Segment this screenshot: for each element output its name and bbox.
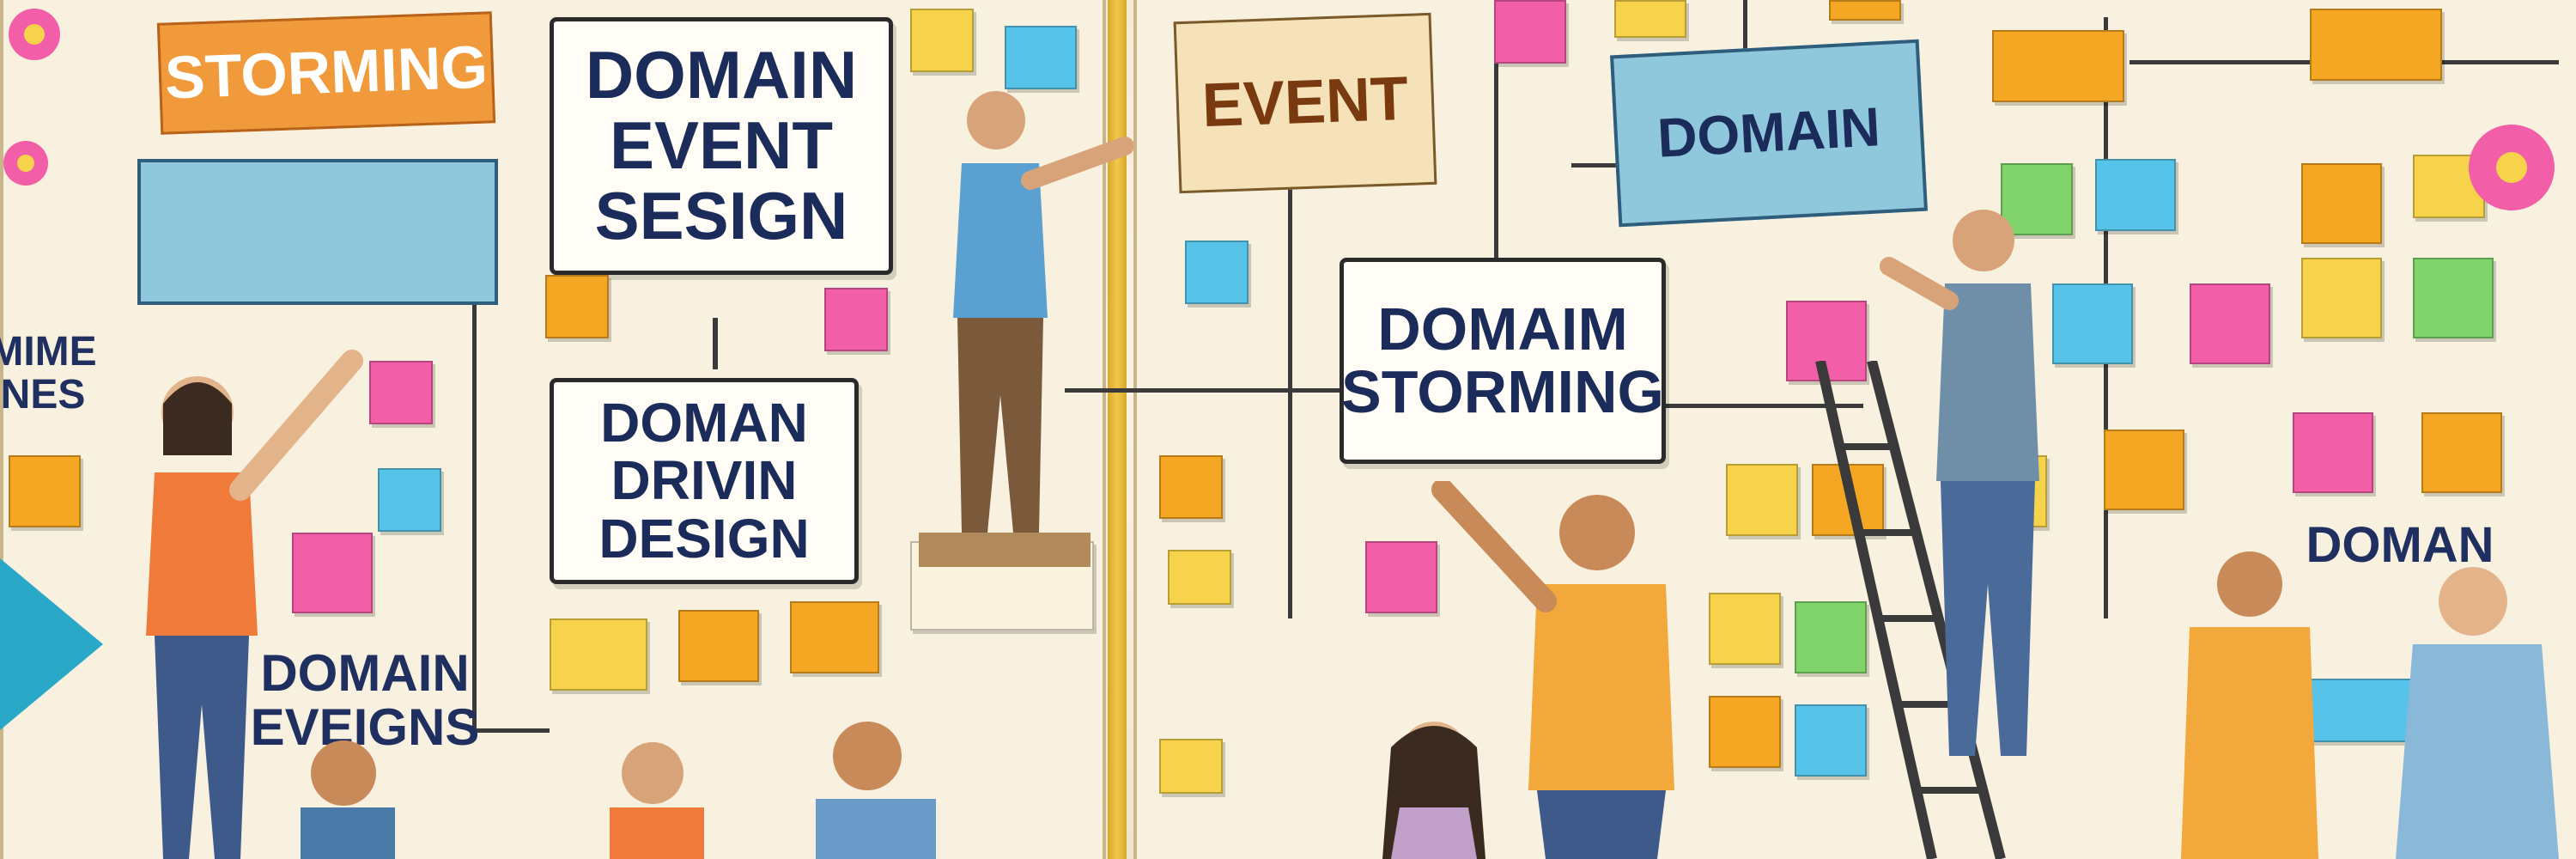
sticky-note <box>824 288 888 351</box>
sticky-note <box>2190 283 2270 364</box>
man-pointing-center <box>1431 481 1674 859</box>
sticky-note <box>369 361 433 424</box>
connector-line <box>472 283 477 730</box>
sticky-note <box>1494 0 1566 64</box>
sticky-note <box>1795 601 1867 673</box>
connector-line <box>1666 404 1863 408</box>
sticky-note <box>910 9 974 72</box>
sticky-note <box>1365 541 1437 613</box>
connector-line <box>1571 163 1623 168</box>
sticky-note <box>790 601 879 673</box>
sticky-note <box>1709 593 1781 665</box>
sticky-note <box>1795 704 1867 777</box>
sticky-note <box>378 468 441 532</box>
connector-line <box>1494 0 1498 258</box>
sticky-note <box>1159 739 1223 794</box>
sticky-note <box>2413 258 2494 338</box>
connector-line <box>1065 388 1357 393</box>
sticky-note <box>2421 412 2502 493</box>
man-on-box <box>919 91 1133 567</box>
sign-domain-eveigns: DOMAIN EVEIGNS <box>250 644 480 756</box>
man-on-ladder <box>1880 210 2039 756</box>
connector-line <box>1288 189 1292 618</box>
sign-domain-top: DOMAIN <box>1610 39 1928 228</box>
sticky-note <box>2301 163 2382 244</box>
sign-storming: STORMING <box>156 11 496 135</box>
woman-bottom-center <box>1382 722 1485 859</box>
sticky-note <box>9 455 81 527</box>
flower-decoration-left <box>3 9 60 186</box>
sticky-note <box>2052 283 2133 364</box>
chevron-decoration <box>0 558 103 730</box>
sign-domain-event-sesign: DOMAIN EVENT SESIGN <box>550 17 893 275</box>
sticky-note <box>1829 0 1901 21</box>
ladder <box>1815 361 2006 859</box>
sign-doman-drivin-design: DOMAN DRIVIN DESIGN <box>550 378 859 584</box>
sign-doman-right: DOMAN <box>2306 516 2494 573</box>
sticky-note <box>1726 464 1798 536</box>
sticky-note <box>292 533 373 613</box>
sticky-note <box>550 618 647 691</box>
sticky-note <box>2104 430 2184 510</box>
sticky-note <box>678 610 759 682</box>
sticky-note <box>1159 455 1223 519</box>
sign-event: EVENT <box>1173 12 1437 194</box>
flower-decoration-right <box>2469 125 2555 210</box>
sign-blurred-label <box>137 159 498 305</box>
sticky-note <box>1614 0 1686 38</box>
sticky-note <box>2301 258 2382 338</box>
sticky-note <box>1168 550 1231 605</box>
sign-domaim-storming: DOMAIM STORMING <box>1340 258 1666 464</box>
connector-line <box>1743 0 1747 69</box>
sticky-note <box>545 275 609 338</box>
sticky-note <box>1005 26 1077 89</box>
sticky-note <box>2310 9 2442 81</box>
sticky-note <box>1185 241 1249 304</box>
connector-line <box>472 728 550 733</box>
sticky-note <box>2001 163 2073 235</box>
seated-group-right <box>2181 551 2559 859</box>
connector-line <box>713 318 718 369</box>
wall-seam <box>1108 0 1127 859</box>
seated-group-left <box>301 722 936 859</box>
sign-mime-nes: MIME NES <box>0 328 97 417</box>
sticky-note <box>2095 159 2176 231</box>
sticky-note <box>1709 696 1781 768</box>
woman-pointing <box>146 350 363 859</box>
sticky-note <box>2293 412 2373 493</box>
sticky-note <box>1992 30 2124 102</box>
